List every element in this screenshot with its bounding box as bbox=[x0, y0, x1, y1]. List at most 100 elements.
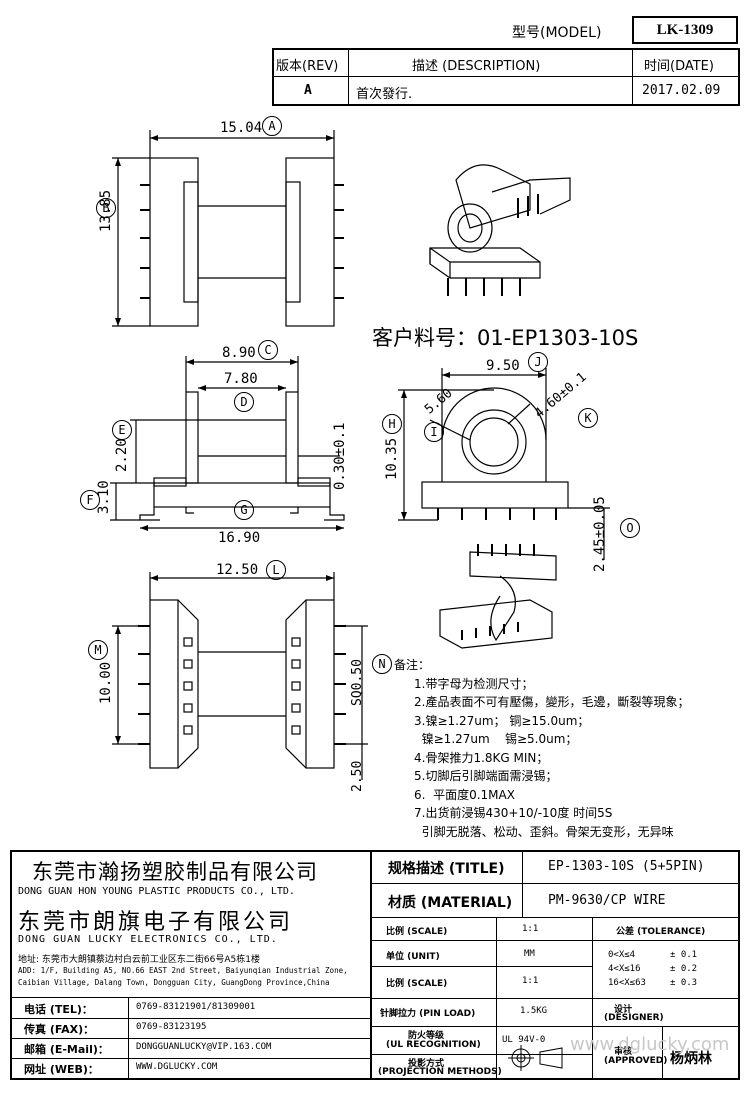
material-label: 材质 (MATERIAL) bbox=[388, 895, 513, 911]
tol-value-3: ± 0.3 bbox=[670, 978, 698, 988]
projection-symbol bbox=[508, 1045, 563, 1071]
note-7: 7.出货前浸锡430+10/-10度 时间5S bbox=[414, 806, 613, 820]
company-name-2: 东莞市朗旗电子有限公司 bbox=[18, 910, 294, 935]
circle-letter-h: H bbox=[382, 414, 402, 434]
tol-range-3: 16<X≤63 bbox=[608, 978, 646, 988]
dim-h-value: 10.35 bbox=[384, 437, 400, 480]
unit-value: MM bbox=[524, 949, 535, 959]
designer-label-1: 设计 bbox=[614, 1005, 633, 1015]
dim-c-value: 8.90 bbox=[222, 345, 256, 361]
bottom-view bbox=[112, 572, 368, 780]
desc-col-header: 描述 (DESCRIPTION) bbox=[412, 59, 541, 74]
tolerance-rows: 0<X≤4 ± 0.1 4<X≤16 ± 0.2 16<X≤63 ± 0.3 bbox=[608, 948, 697, 990]
company-address-en-2: Caibian Village, Dalang Town, Dongguan C… bbox=[18, 978, 330, 987]
circle-letter-g: G bbox=[234, 500, 254, 520]
note-3: 3.镍≥1.27um； 铜≥15.0um； bbox=[414, 713, 590, 728]
contact-table: 电话 (TEL)： 0769-83121901/81309001 传真 (FAX… bbox=[10, 998, 372, 1080]
scale-value: 1:1 bbox=[522, 924, 539, 934]
dim-n-value: SQ0.50 bbox=[350, 659, 365, 706]
projection-label-2: (PROJECTION METHODS) bbox=[378, 1067, 502, 1077]
date-value: 2017.02.09 bbox=[642, 83, 721, 98]
circle-letter-e: E bbox=[112, 420, 132, 440]
circle-letter-m: M bbox=[88, 640, 108, 660]
circle-letter-o: O bbox=[620, 518, 640, 538]
tolerance-label: 公差 (TOLERANCE) bbox=[616, 927, 706, 937]
pin-load-value: 1.5KG bbox=[520, 1006, 548, 1016]
revision-table-lines bbox=[272, 48, 740, 106]
material-row: 材质 (MATERIAL) PM-9630/CP WIRE bbox=[372, 884, 740, 918]
material-value: PM-9630/CP WIRE bbox=[548, 893, 666, 908]
pin-load-label: 针脚拉力 (PIN LOAD) bbox=[380, 1009, 476, 1019]
ul-value: UL 94V-0 bbox=[502, 1035, 546, 1045]
company-name-1: 东莞市瀚扬塑胶制品有限公司 bbox=[32, 860, 318, 884]
notes-block: 备注： 1.带字母为检测尺寸； 2.產品表面不可有壓傷，變形，毛邊，斷裂等現象；… bbox=[394, 656, 744, 841]
circle-letter-l: L bbox=[266, 560, 286, 580]
iso-view-bottom bbox=[439, 544, 557, 649]
contact-web-value: WWW.DGLUCKY.COM bbox=[136, 1062, 218, 1072]
note-7b: 引脚无脱落、松动、歪斜。骨架无变形，无异味 bbox=[414, 824, 674, 839]
circle-letter-k: K bbox=[578, 408, 598, 428]
title-block bbox=[10, 850, 740, 1080]
title-row: 规格描述 (TITLE) EP-1303-10S (5+5PIN) bbox=[372, 850, 740, 884]
part-number: 客户料号：01-EP1303-10S bbox=[372, 326, 639, 350]
front-view bbox=[110, 356, 345, 529]
side-view bbox=[398, 368, 610, 560]
note-1: 1.带字母为检测尺寸； bbox=[414, 676, 534, 691]
approved-label-2: (APPROVED) bbox=[604, 1056, 668, 1066]
rev-col-header: 版本(REV) bbox=[276, 59, 339, 74]
note-2: 2.產品表面不可有壓傷，變形，毛邊，斷裂等現象； bbox=[414, 695, 690, 709]
dim-p-value: 0.30±0.1 bbox=[332, 422, 348, 490]
dim-g-value: 16.90 bbox=[218, 530, 261, 546]
approver-name: 杨炳林 bbox=[670, 1051, 712, 1067]
dim-m-value: 10.00 bbox=[98, 661, 114, 704]
tol-range-2: 4<X≤16 bbox=[608, 964, 641, 974]
dim-d-value: 7.80 bbox=[224, 371, 258, 387]
tol-range-1: 0<X≤4 bbox=[608, 950, 636, 960]
top-view bbox=[112, 130, 344, 327]
company-address-cn: 地址: 东莞市大朗镇蔡边村白云前工业区东二街66号A5栋1楼 bbox=[18, 955, 260, 965]
contact-web-label: 网址 (WEB)： bbox=[24, 1063, 99, 1076]
contact-tel-value: 0769-83121901/81309001 bbox=[136, 1002, 256, 1012]
approved-label-1: 审核 bbox=[614, 1047, 633, 1057]
circle-letter-b: B bbox=[96, 198, 116, 218]
contact-tel-label: 电话 (TEL)： bbox=[24, 1003, 93, 1016]
tol-value-1: ± 0.1 bbox=[670, 950, 698, 960]
company-name-1-en: DONG GUAN HON YOUNG PLASTIC PRODUCTS CO.… bbox=[18, 886, 295, 897]
iso-view-top bbox=[429, 164, 571, 296]
company-address-en-1: ADD: 1/F, Building A5, NO.66 EAST 2nd St… bbox=[18, 966, 348, 975]
contact-fax-label: 传真 (FAX)： bbox=[24, 1023, 95, 1036]
contact-email-label: 邮箱 (E-Mail)： bbox=[24, 1043, 109, 1056]
title-label: 规格描述 (TITLE) bbox=[388, 861, 505, 877]
circle-letter-c: C bbox=[258, 340, 278, 360]
note-6: 6. 平面度0.1MAX bbox=[414, 787, 515, 802]
ul-label-2: (UL RECOGNITION) bbox=[386, 1040, 481, 1050]
date-col-header: 时间(DATE) bbox=[644, 59, 714, 74]
ul-label-1: 防火等级 bbox=[408, 1031, 445, 1041]
revision-table bbox=[272, 48, 740, 106]
model-value-box: LK-1309 bbox=[632, 16, 738, 44]
scale-label: 比例 (SCALE) bbox=[386, 927, 448, 937]
unit-label: 单位 (UNIT) bbox=[386, 952, 440, 962]
desc-value: 首次發行. bbox=[356, 87, 413, 102]
model-value: LK-1309 bbox=[656, 21, 714, 38]
model-label: 型号(MODEL) bbox=[512, 25, 602, 41]
circle-letter-f: F bbox=[80, 490, 100, 510]
rev-value: A bbox=[304, 83, 312, 98]
note-4: 4.骨架推力1.8KG MIN； bbox=[414, 750, 549, 765]
dim-o-value: 2.45±0.05 bbox=[592, 496, 608, 572]
contact-fax-value: 0769-83123195 bbox=[136, 1022, 207, 1032]
notes-title: 备注： bbox=[394, 658, 431, 672]
designer-label-2: (DESIGNER) bbox=[604, 1013, 664, 1023]
tol-value-2: ± 0.2 bbox=[670, 964, 698, 974]
circle-letter-i: I bbox=[424, 422, 444, 442]
company-area: 东莞市瀚扬塑胶制品有限公司 DONG GUAN HON YOUNG PLASTI… bbox=[10, 850, 372, 998]
note-5: 5.切脚后引脚端面需浸锡； bbox=[414, 769, 558, 783]
scale2-label: 比例 (SCALE) bbox=[386, 979, 448, 989]
watermark: www.dglucky.com bbox=[570, 1034, 730, 1055]
spec-table: 比例 (SCALE) 1:1 公差 (TOLERANCE) 单位 (UNIT) … bbox=[372, 918, 740, 1080]
contact-email-value: DONGGUANLUCKY@VIP.163.COM bbox=[136, 1042, 272, 1052]
circle-letter-a: A bbox=[262, 116, 282, 136]
dim-l-value: 12.50 bbox=[216, 562, 259, 578]
dim-e-value: 2.20 bbox=[114, 438, 130, 472]
